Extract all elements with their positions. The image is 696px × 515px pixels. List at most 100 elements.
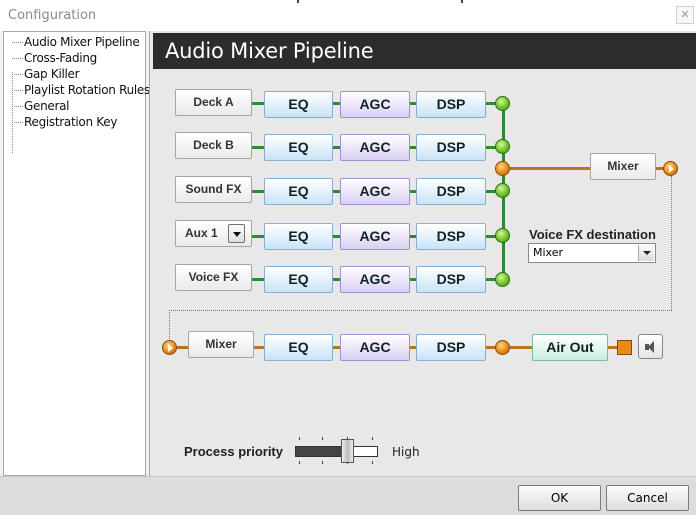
air-out-button[interactable]: Air Out — [532, 334, 608, 361]
slider-tick — [372, 461, 373, 464]
tree-item-playlist-rotation-rules[interactable]: Playlist Rotation Rules — [12, 82, 150, 98]
close-icon[interactable]: ✕ — [676, 6, 694, 24]
agc-button[interactable]: AGC — [340, 334, 410, 361]
agc-button[interactable]: AGC — [340, 266, 410, 293]
wire — [410, 146, 416, 149]
connector-dot-icon — [495, 161, 510, 176]
tree-item-label: General — [24, 99, 70, 113]
wire — [333, 102, 340, 105]
tree-item-gap-killer[interactable]: Gap Killer — [12, 66, 146, 82]
wire — [486, 235, 496, 238]
wire — [486, 190, 496, 193]
eq-button[interactable]: EQ — [264, 134, 333, 161]
panel-header: Audio Mixer Pipeline — [153, 33, 696, 69]
slider-tick — [372, 437, 373, 440]
voice-fx-destination-select[interactable]: Mixer — [528, 243, 656, 263]
tree-item-label: Registration Key — [24, 115, 118, 129]
agc-button[interactable]: AGC — [340, 134, 410, 161]
chevron-down-icon[interactable] — [638, 245, 654, 261]
source-aux-1[interactable]: Aux 1 — [175, 220, 252, 247]
settings-panel: Audio Mixer Pipeline Deck A EQ AGC DSP D… — [149, 31, 696, 476]
dsp-button[interactable]: DSP — [416, 178, 486, 205]
panel-title: Audio Mixer Pipeline — [165, 39, 374, 63]
voice-fx-destination-value: Mixer — [533, 246, 564, 259]
wire — [252, 190, 264, 193]
process-priority-value: High — [392, 445, 420, 459]
wire — [410, 346, 416, 349]
wire — [486, 346, 496, 349]
cancel-button[interactable]: Cancel — [606, 485, 689, 511]
tree-item-audio-mixer-pipeline[interactable]: Audio Mixer Pipeline — [12, 34, 146, 50]
dsp-button[interactable]: DSP — [416, 266, 486, 293]
wire — [333, 235, 340, 238]
title-bar-mark — [297, 0, 299, 3]
wire — [252, 278, 264, 281]
wire — [252, 235, 264, 238]
dsp-button[interactable]: DSP — [416, 91, 486, 118]
wire — [410, 190, 416, 193]
wire — [333, 190, 340, 193]
routing-dotted-line — [169, 310, 672, 311]
eq-button[interactable]: EQ — [264, 91, 333, 118]
source-voice-fx[interactable]: Voice FX — [175, 264, 252, 291]
slider-tick — [347, 437, 348, 440]
ok-button[interactable]: OK — [518, 485, 601, 511]
wire — [510, 346, 532, 349]
stop-square-icon — [617, 340, 632, 355]
wire — [333, 278, 340, 281]
output-mixer-block[interactable]: Mixer — [188, 331, 254, 358]
wire — [252, 102, 264, 105]
slider-tick — [322, 461, 323, 464]
connector-dot-icon — [495, 139, 510, 154]
agc-button[interactable]: AGC — [340, 223, 410, 250]
source-sound-fx[interactable]: Sound FX — [175, 176, 252, 203]
settings-tree: Audio Mixer Pipeline Cross-Fading Gap Ki… — [3, 31, 150, 476]
wire — [410, 102, 416, 105]
output-arrow-icon — [663, 161, 678, 176]
tree-item-label: Playlist Rotation Rules — [24, 83, 150, 97]
wire — [486, 146, 496, 149]
title-bar: Configuration ✕ — [0, 0, 696, 31]
tree-item-label: Gap Killer — [24, 67, 80, 81]
connector-dot-icon — [495, 183, 510, 198]
slider-tick — [299, 437, 300, 440]
wire — [333, 146, 340, 149]
eq-button[interactable]: EQ — [264, 266, 333, 293]
wire — [410, 278, 416, 281]
wire — [486, 102, 496, 105]
source-deck-b[interactable]: Deck B — [175, 132, 252, 159]
dsp-button[interactable]: DSP — [416, 334, 486, 361]
wire — [252, 146, 264, 149]
tree-item-general[interactable]: General — [12, 98, 146, 114]
dialog-footer: OK Cancel — [0, 476, 696, 515]
chevron-down-icon[interactable] — [228, 224, 245, 243]
slider-thumb[interactable] — [341, 439, 355, 463]
tree-item-label: Cross-Fading — [24, 51, 97, 65]
dsp-button[interactable]: DSP — [416, 223, 486, 250]
connector-dot-icon — [495, 96, 510, 111]
source-deck-a[interactable]: Deck A — [175, 89, 252, 116]
tree-connector — [12, 72, 13, 153]
tree-item-label: Audio Mixer Pipeline — [24, 35, 140, 49]
eq-button[interactable]: EQ — [264, 223, 333, 250]
routing-dotted-line — [169, 310, 170, 341]
agc-button[interactable]: AGC — [340, 91, 410, 118]
slider-tick — [299, 461, 300, 464]
aux-label: Aux 1 — [185, 226, 218, 240]
title-bar-mark — [461, 0, 463, 3]
routing-dotted-line — [671, 176, 672, 310]
mixer-block[interactable]: Mixer — [590, 153, 656, 180]
eq-button[interactable]: EQ — [264, 334, 333, 361]
wire — [486, 278, 496, 281]
agc-button[interactable]: AGC — [340, 178, 410, 205]
tree-item-cross-fading[interactable]: Cross-Fading — [12, 50, 146, 66]
connector-dot-icon — [495, 340, 510, 355]
process-priority-slider[interactable] — [295, 437, 379, 464]
eq-button[interactable]: EQ — [264, 178, 333, 205]
speaker-icon[interactable] — [638, 334, 663, 359]
tree-item-registration-key[interactable]: Registration Key — [12, 114, 146, 130]
slider-tick — [322, 437, 323, 440]
voice-fx-destination-label: Voice FX destination — [529, 227, 656, 242]
window-title: Configuration — [8, 8, 97, 23]
dsp-button[interactable]: DSP — [416, 134, 486, 161]
